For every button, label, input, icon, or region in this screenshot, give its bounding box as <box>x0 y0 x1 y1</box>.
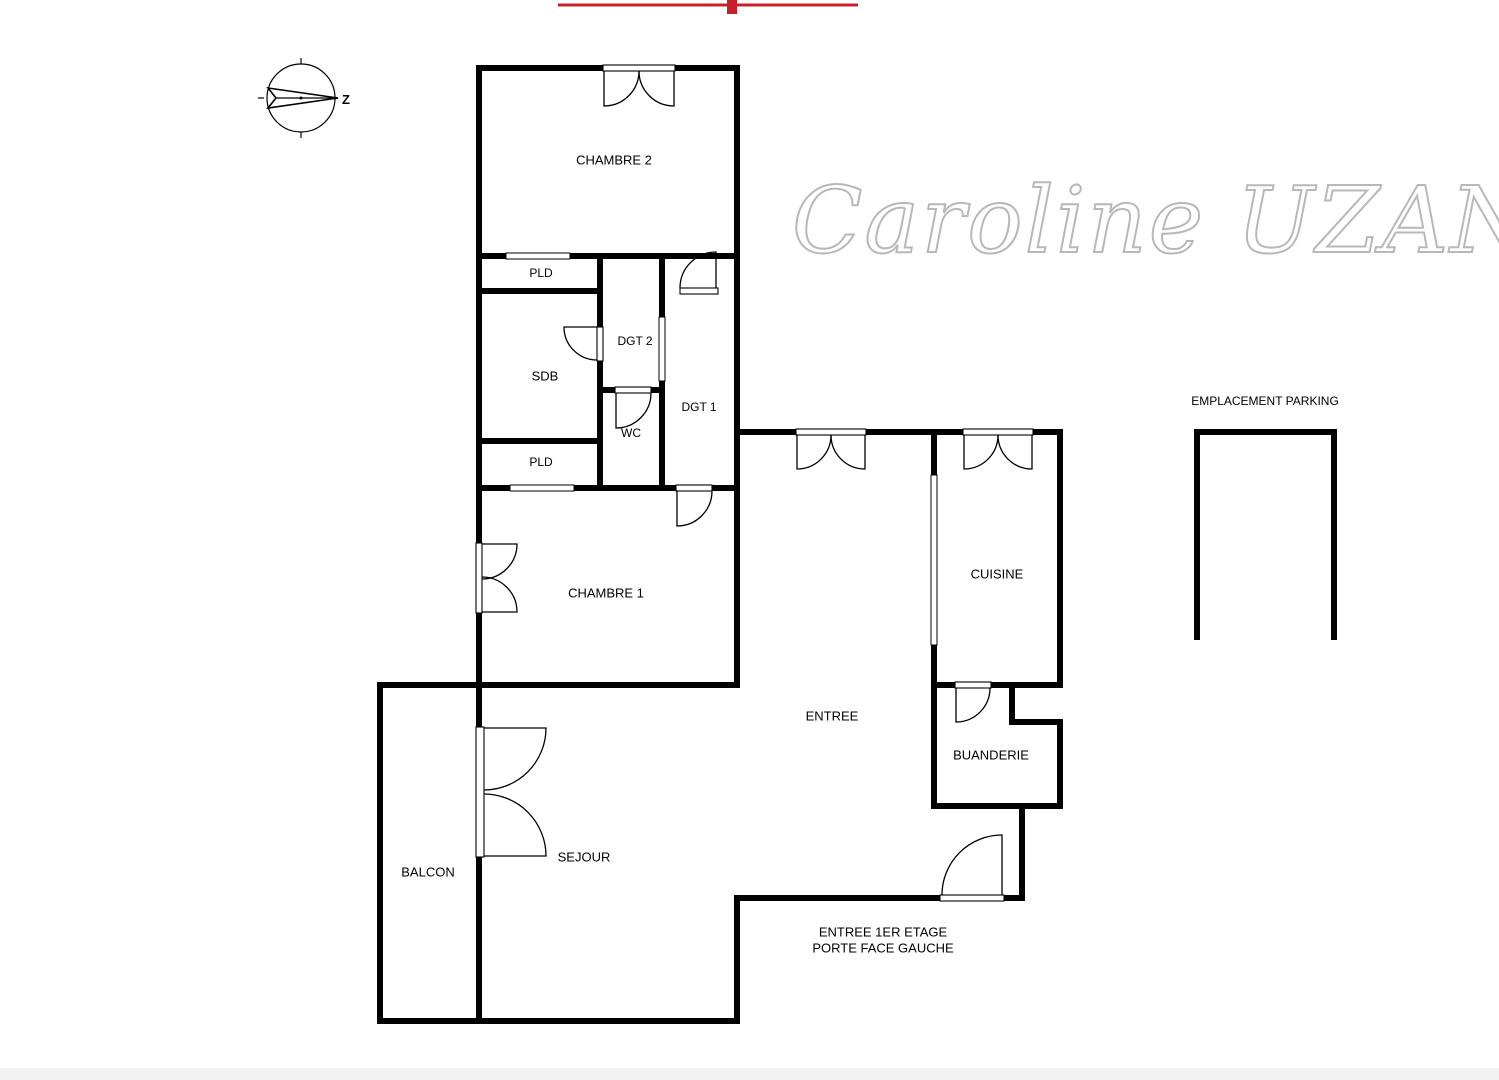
label-pld-top: PLD <box>529 266 553 280</box>
label-buanderie: BUANDERIE <box>953 747 1029 762</box>
label-wc: WC <box>621 426 641 440</box>
door-dgt-1-top <box>679 251 719 295</box>
label-balcon: BALCON <box>401 864 454 879</box>
label-dgt-1: DGT 1 <box>681 400 716 414</box>
label-sejour: SEJOUR <box>558 849 611 864</box>
label-entrance-line-1: ENTREE 1ER ETAGE <box>819 924 948 939</box>
label-pld-bottom: PLD <box>529 455 553 469</box>
door-chambre-2 <box>602 64 676 107</box>
door-entree-top <box>795 428 867 470</box>
compass-north-letter: Z <box>342 92 350 107</box>
door-chambre-1 <box>675 484 713 527</box>
room-labels: CHAMBRE 2 PLD DGT 2 SDB DGT 1 WC PLD CHA… <box>401 152 1339 955</box>
door-balcon <box>475 726 547 858</box>
header-accent-bar <box>558 0 858 14</box>
parking-space <box>1194 429 1337 640</box>
label-cuisine: CUISINE <box>971 566 1024 581</box>
bottom-strip <box>0 1068 1499 1080</box>
label-sdb: SDB <box>532 368 559 383</box>
label-chambre-2: CHAMBRE 2 <box>576 152 652 167</box>
label-parking: EMPLACEMENT PARKING <box>1191 394 1339 408</box>
doors <box>475 64 1034 902</box>
label-dgt-2: DGT 2 <box>617 334 652 348</box>
label-entrance-line-2: PORTE FACE GAUCHE <box>812 940 954 955</box>
compass-icon: Z <box>258 58 350 138</box>
label-entree: ENTREE <box>806 708 859 723</box>
door-buanderie <box>954 681 992 723</box>
windows <box>505 252 938 646</box>
label-chambre-1: CHAMBRE 1 <box>568 585 644 600</box>
door-main-entrance <box>939 834 1005 902</box>
door-chambre-1-window <box>475 542 518 614</box>
door-cuisine <box>962 428 1034 470</box>
door-wc <box>614 386 652 429</box>
door-sdb <box>563 326 604 362</box>
brand-watermark: Caroline UZAN <box>792 167 1499 274</box>
